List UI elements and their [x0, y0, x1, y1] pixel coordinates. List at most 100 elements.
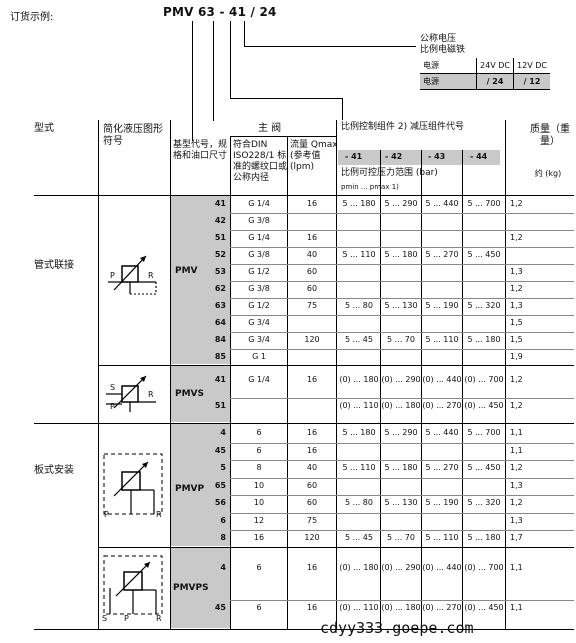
pmvp-row-row-rule — [230, 442, 574, 444]
header-mass-unit: 约 (kg) — [534, 169, 562, 178]
header-range: 比例可控压力范围 (bar) — [341, 168, 438, 178]
pmvp-row-row-rule — [230, 477, 574, 479]
header-symbol: 简化液压图形符号 — [103, 124, 163, 147]
pmv-row-flow: 16 — [306, 199, 318, 208]
pmvp-row-thread: 6 — [256, 428, 262, 437]
pmv-row-thread: G 3/8 — [248, 216, 270, 225]
pmvs-row-code: 51 — [214, 401, 226, 410]
pmvs-row-mass: 1,2 — [510, 401, 523, 410]
voltage-code-12: / 12 — [513, 73, 550, 90]
pmv-row-range1: 5 ... 110 — [342, 250, 376, 259]
pmvs-row-range4: (0) ... 450 — [464, 401, 504, 410]
leader-prop-v2 — [342, 98, 343, 120]
pmvp-row-flow: 16 — [306, 445, 318, 455]
pmvp-row-range1: 5 ... 80 — [345, 498, 373, 507]
pmvs-row-range3: (0) ... 270 — [422, 401, 462, 410]
pmvps-base-cell — [171, 548, 230, 628]
pmvp-row-mass: 1,1 — [510, 428, 523, 437]
pmvs-row-row-rule — [230, 398, 574, 399]
order-code: PMV 63 - 41 / 24 — [163, 5, 277, 19]
pmv-row-thread: G 3/8 — [248, 284, 270, 293]
pmv-row-code: 53 — [214, 267, 226, 276]
sep-plate — [34, 423, 574, 424]
pmvp-row-range2: 5 ... 130 — [384, 498, 418, 507]
pmv-row-thread: G 1/2 — [248, 301, 270, 310]
pmv-row-flow: 60 — [306, 267, 318, 276]
pmvp-row-row-rule — [230, 460, 574, 461]
pmvp-row-range2: 5 ... 180 — [384, 463, 418, 472]
pmvp-base-cell — [171, 424, 230, 546]
pmv-row-thread: G 1/4 — [248, 233, 270, 242]
pmvps-row-mass: 1,1 — [510, 603, 523, 612]
pmvp-row-range4: 5 ... 450 — [467, 463, 501, 472]
pmvp-row-code: 5 — [220, 463, 226, 472]
port-r-pmvps: R — [156, 614, 162, 623]
col-line-r4 — [462, 150, 463, 630]
pmv-row-code: 63 — [214, 301, 226, 310]
pmvp-row-thread: 8 — [256, 463, 262, 472]
pmv-row-thread: G 1/2 — [248, 267, 270, 276]
pmvps-row-code: 45 — [214, 603, 226, 612]
pmv-row-range3: 5 ... 270 — [425, 250, 459, 259]
voltage-row1-label: 电源 — [420, 58, 477, 74]
port-p-pmvs: P — [110, 402, 115, 411]
pmvp-row-range1: 5 ... 180 — [342, 428, 376, 437]
pmvp-row-mass: 1,7 — [510, 533, 523, 542]
pmvps-row-range1: (0) ... 180 — [339, 563, 379, 572]
leader-prop-h — [230, 98, 342, 99]
base-pmvps: PMVPS — [173, 583, 209, 593]
pmvs-row-mass: 1,2 — [510, 375, 523, 384]
voltage-title-2: 比例电磁铁 — [420, 45, 466, 55]
pmvp-row-thread: 12 — [253, 515, 265, 525]
header-base: 基型代号，规格和油口尺寸 — [173, 140, 228, 161]
pmvp-row-row-rule — [230, 495, 574, 496]
pmvp-row-code: 8 — [220, 533, 226, 542]
code-44: - 44 — [470, 152, 488, 161]
leader-voltage-v — [244, 21, 245, 47]
voltage-title-1: 公称电压 — [420, 34, 457, 44]
pmvp-row-range3: 5 ... 110 — [425, 533, 459, 542]
port-r-pmvs: R — [148, 390, 154, 399]
pmvp-row-flow: 16 — [306, 428, 318, 437]
pmv-row-code: 52 — [214, 250, 226, 259]
pmvp-row-row-rule — [230, 512, 574, 514]
base-pmvp: PMVP — [175, 484, 205, 494]
pmv-row-row-rule — [230, 349, 574, 350]
pmv-row-code: 41 — [214, 199, 226, 208]
leader-base-v — [192, 21, 193, 141]
pmv-row-code: 51 — [214, 233, 226, 242]
pmvp-row-thread: 10 — [253, 480, 265, 490]
pmvp-row-range3: 5 ... 440 — [425, 428, 459, 437]
pmvps-row-range3: (0) ... 440 — [422, 563, 462, 572]
pmv-row-mass: 1,2 — [510, 199, 523, 208]
pmvps-row-range2: (0) ... 180 — [381, 603, 421, 612]
pmvp-row-mass: 1,2 — [510, 463, 523, 472]
pmv-row-mass: 1,9 — [510, 352, 523, 361]
header-thread: 符合DIN ISO228/1 标准的螺纹口或公称内径 — [233, 140, 288, 183]
pmvp-row-thread: 16 — [253, 533, 265, 542]
pmvp-row-mass: 1,3 — [510, 480, 523, 490]
pmvs-row-range1: (0) ... 180 — [339, 375, 379, 384]
pmvp-row-code: 56 — [214, 498, 226, 507]
pmvp-row-code: 6 — [220, 515, 226, 525]
pmv-row-range3: 5 ... 110 — [425, 335, 459, 344]
header-type: 型式 — [34, 123, 54, 134]
pmvs-row-range2: (0) ... 180 — [381, 401, 421, 410]
leader-main-v — [213, 21, 214, 121]
pmv-row-row-rule — [230, 230, 574, 231]
pmvp-row-range4: 5 ... 180 — [467, 533, 501, 542]
pmvp-row-range3: 5 ... 270 — [425, 463, 459, 472]
pmv-row-flow: 75 — [306, 301, 318, 310]
pmv-row-range4: 5 ... 320 — [467, 301, 501, 310]
pmv-row-code: 84 — [214, 335, 226, 344]
pmv-row-thread: G 3/8 — [248, 250, 270, 259]
voltage-row2-label: 电源 — [420, 73, 477, 90]
pmv-row-code: 64 — [214, 318, 226, 327]
code-43: - 43 — [428, 152, 446, 161]
pmvps-row-range3: (0) ... 270 — [422, 603, 462, 612]
pmvp-row-flow: 60 — [306, 480, 318, 490]
col-line-mass — [505, 120, 506, 630]
pmvps-row-range4: (0) ... 450 — [464, 603, 504, 612]
pmv-row-row-rule — [230, 298, 574, 299]
header-range-sub: pmin ... pmax 1) — [341, 183, 399, 191]
